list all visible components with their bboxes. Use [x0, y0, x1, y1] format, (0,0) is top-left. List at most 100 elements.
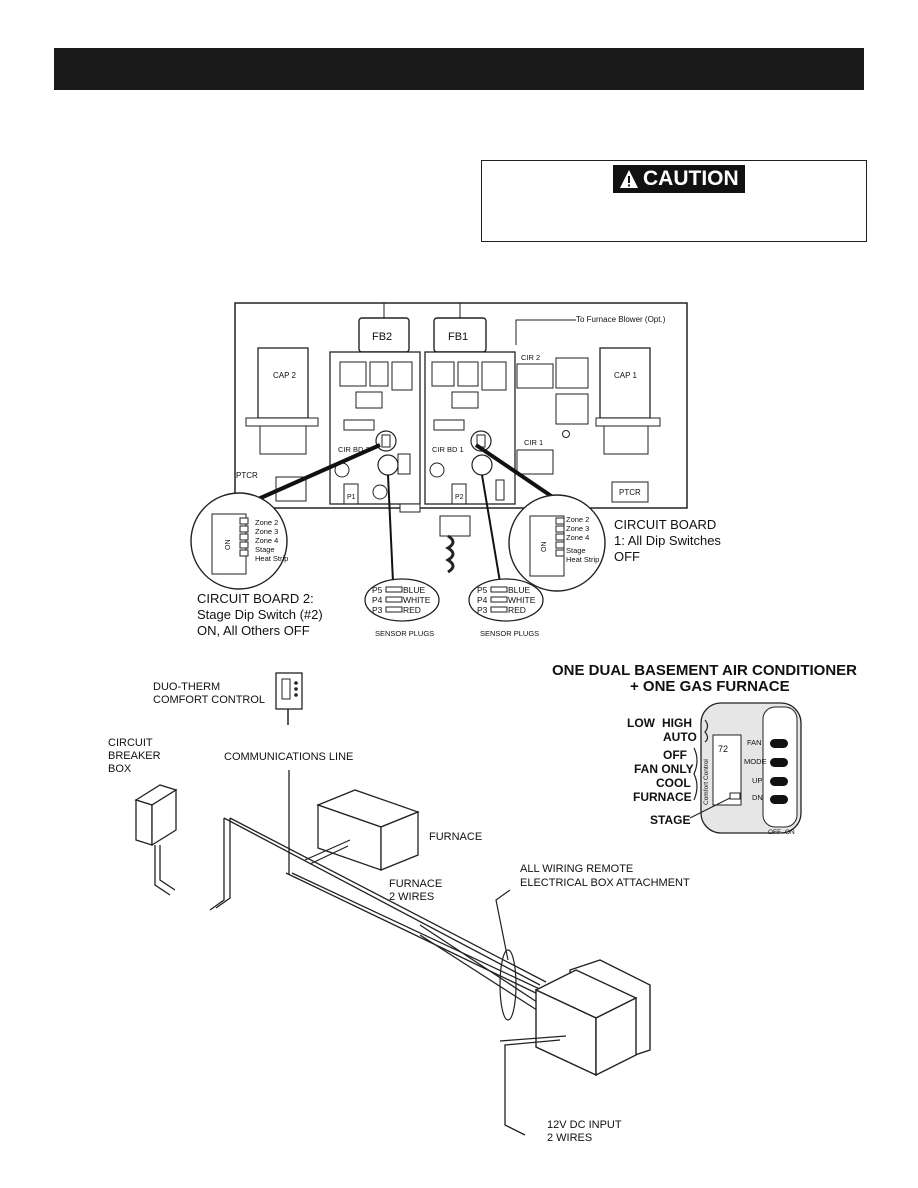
cb2-relay-b: [369, 361, 389, 387]
callout-line-cb2-dip: [255, 443, 381, 502]
duo-therm-label-line1: DUO-THERM: [153, 681, 220, 693]
caution-text: CAUTION: [643, 167, 739, 190]
ptcr-right: [611, 481, 649, 503]
dip-left-zone2: Zone 2: [255, 518, 278, 527]
cb1-chip: [433, 419, 465, 431]
sensor-right-plug-white: [490, 596, 508, 603]
remote-box-leader: [495, 889, 511, 961]
cap1-label: CAP 1: [614, 371, 638, 380]
cb2-dip-switch: [381, 434, 391, 448]
cir2-part-b: [555, 393, 589, 425]
dc-input-label-line2: 2 WIRES: [547, 1132, 592, 1144]
thermostat-high-label: HIGH: [662, 716, 692, 730]
system-title-line2: + ONE GAS FURNACE: [630, 678, 790, 695]
cir-bd1-label: CIR BD 1: [432, 445, 464, 454]
thermostat-switch-off: OFF: [768, 829, 781, 836]
sensor-left-white: WHITE: [403, 595, 431, 605]
cap1-terminal-strip: [595, 417, 661, 427]
callout-line-cb2-sensor: [387, 474, 394, 583]
fb1-label: FB1: [448, 331, 468, 343]
circuit-breaker-box: [134, 784, 178, 847]
thermostat-display-value: 72: [718, 744, 728, 754]
sensor-left-p3: P3: [372, 605, 383, 615]
dc-input-wire-a: [504, 1039, 561, 1136]
wire-clamp: [399, 503, 421, 513]
cir1-label: CIR 1: [524, 438, 543, 447]
fb2-label: FB2: [372, 331, 392, 343]
dip-right-zone4: Zone 4: [566, 533, 589, 542]
p1-label: P1: [347, 494, 356, 501]
cb1-caption-line1: CIRCUIT BOARD: [614, 517, 716, 532]
sensor-right-plug-red: [490, 606, 508, 613]
cb1-relay-b: [457, 361, 479, 387]
sensor-left-p5: P5: [372, 585, 383, 595]
caution-label: CAUTION: [613, 165, 745, 193]
strain-relief: [439, 515, 471, 537]
breaker-label-line3: BOX: [108, 763, 132, 775]
ground-screw-icon: [562, 430, 570, 438]
cb2-caption-line1: CIRCUIT BOARD 2:: [197, 591, 314, 606]
sensor-left-plug-white: [385, 596, 403, 603]
cap2-base: [259, 425, 307, 455]
dip-right-zone2: Zone 2: [566, 515, 589, 524]
sensor-left-plug-blue: [385, 586, 403, 593]
thermostat-fan-button[interactable]: [770, 739, 788, 748]
cb2-component: [355, 391, 383, 409]
thermostat-up-button[interactable]: [770, 777, 788, 786]
cb2-sensor-callout: [377, 454, 399, 476]
circuit-board-1: [424, 351, 516, 505]
furnace-blower-label: To Furnace Blower (Opt.): [576, 315, 666, 324]
cb2-chip: [343, 419, 375, 431]
dip-right-on-label: ON: [541, 542, 548, 553]
sensor-right-p5: P5: [477, 585, 488, 595]
dip-switch-toggles-left: [239, 517, 249, 557]
thermostat-off-label: OFF: [663, 748, 687, 762]
warning-triangle-icon: [620, 170, 638, 188]
communications-line-label: COMMUNICATIONS LINE: [224, 751, 353, 763]
comfort-control-small-icon: [275, 672, 303, 710]
wire-group-ellipse: [499, 949, 517, 1021]
cb2-caption-line2: Stage Dip Switch (#2): [197, 607, 323, 622]
cb2-caption-line3: ON, All Others OFF: [197, 623, 310, 638]
dip-left-zone3: Zone 3: [255, 527, 278, 536]
sensor-left-p4: P4: [372, 595, 383, 605]
thermostat-down-button[interactable]: [770, 795, 788, 804]
duo-therm-label-line2: COMFORT CONTROL: [153, 694, 265, 706]
cb1-connector: [495, 479, 505, 501]
thermostat-stage-label: STAGE: [650, 813, 690, 827]
cir-bd2-label: CIR BD 2: [338, 445, 370, 454]
dip-switch-toggles-right: [555, 517, 565, 557]
sensor-right-p4: P4: [477, 595, 488, 605]
dip-left-zone4: Zone 4: [255, 536, 278, 545]
thermostat-cool-label: COOL: [656, 776, 691, 790]
thermostat-fan-only-label: FAN ONLY: [634, 762, 694, 776]
sensor-left-caption: SENSOR PLUGS: [375, 629, 434, 638]
cir2-relay: [516, 363, 554, 389]
cb1-relay-a: [431, 361, 455, 387]
sensor-right-red: RED: [508, 605, 526, 615]
system-title-line1: ONE DUAL BASEMENT AIR CONDITIONER: [552, 662, 857, 679]
cap2-label: CAP 2: [273, 371, 297, 380]
wiring-bundle: [209, 817, 547, 1013]
sensor-left-blue: BLUE: [403, 585, 426, 595]
stage-indicator: [729, 792, 741, 800]
dip-right-stage: Stage: [566, 546, 586, 555]
breaker-label-line2: BREAKER: [108, 750, 161, 762]
remote-box-label-line1: ALL WIRING REMOTE: [520, 863, 633, 875]
blower-wire: [515, 319, 576, 345]
dip-left-stage: Stage: [255, 545, 275, 554]
breaker-label-line1: CIRCUIT: [108, 737, 153, 749]
sensor-plugs-right: [468, 578, 544, 622]
dip-right-zone3: Zone 3: [566, 524, 589, 533]
thermostat-mode-button[interactable]: [770, 758, 788, 767]
ptcr-right-label: PTCR: [619, 488, 641, 497]
dip-left-on-label: ON: [225, 540, 232, 551]
thermostat-auto-label: AUTO: [663, 730, 697, 744]
flex-cord: [445, 534, 455, 574]
cir2-part-a: [555, 357, 589, 389]
sensor-right-white: WHITE: [508, 595, 536, 605]
furnace-wires-label-line1: FURNACE: [389, 878, 442, 890]
section-header-bar: [54, 48, 864, 90]
sensor-right-caption: SENSOR PLUGS: [480, 629, 539, 638]
